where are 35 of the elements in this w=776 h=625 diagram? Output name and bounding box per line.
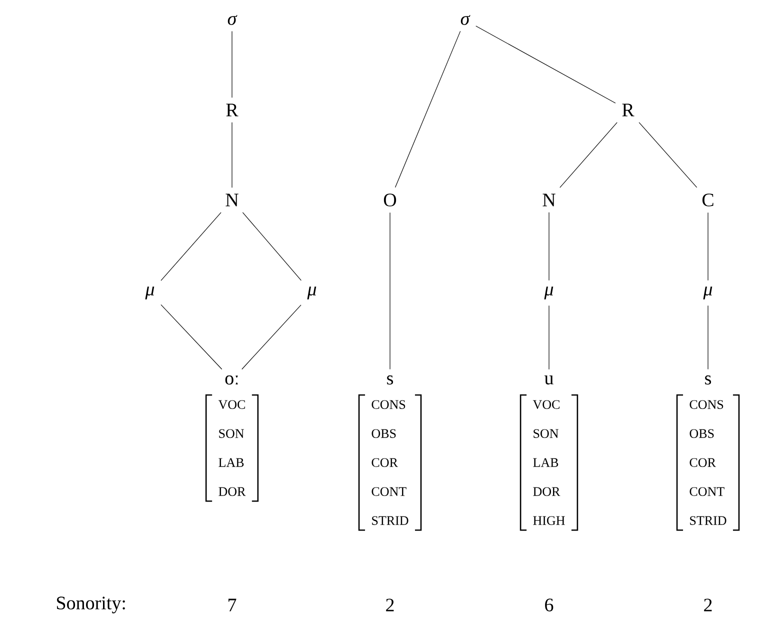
tree-symbol: μ: [544, 286, 554, 300]
feature-matrix: VOC SON LAB DOR: [205, 394, 259, 502]
tree-branch: [160, 304, 222, 370]
constituent-label: R: [226, 104, 238, 116]
sonority-value: 2: [386, 598, 394, 612]
segment-symbol: u: [544, 376, 554, 384]
tree-branch: [394, 30, 461, 188]
sonority-value: 7: [228, 598, 236, 612]
tree-symbol: μ: [703, 286, 712, 300]
tree-branch: [548, 212, 550, 281]
constituent-label: N: [542, 194, 556, 206]
tree-branch: [242, 212, 302, 281]
tree-branch: [560, 122, 618, 188]
constituent-label: C: [702, 194, 714, 206]
constituent-label: R: [622, 104, 634, 116]
tree-symbol: μ: [307, 286, 316, 300]
tree-branch: [160, 212, 222, 281]
sonority-value: 2: [704, 598, 712, 612]
tree-branch: [548, 305, 550, 370]
constituent-label: N: [226, 194, 238, 206]
row-heading: Sonority:: [57, 596, 125, 614]
tree-symbol: σ: [460, 15, 470, 25]
feature-matrix: CONS OBS COR CONT STRID: [676, 394, 740, 531]
segment-symbol: oː: [225, 375, 238, 385]
tree-branch: [638, 122, 698, 188]
segment-symbol: s: [387, 375, 394, 385]
tree-branch: [476, 26, 616, 104]
tree-symbol: μ: [145, 286, 154, 300]
feature-matrix: VOC SON LAB DOR HIGH: [520, 394, 578, 531]
sonority-value: 6: [545, 598, 554, 612]
segment-symbol: s: [705, 375, 712, 385]
feature-matrix: CONS OBS COR CONT STRID: [358, 394, 422, 531]
tree-symbol: σ: [228, 15, 238, 25]
tree-branch: [242, 304, 302, 370]
constituent-label: O: [384, 194, 396, 206]
